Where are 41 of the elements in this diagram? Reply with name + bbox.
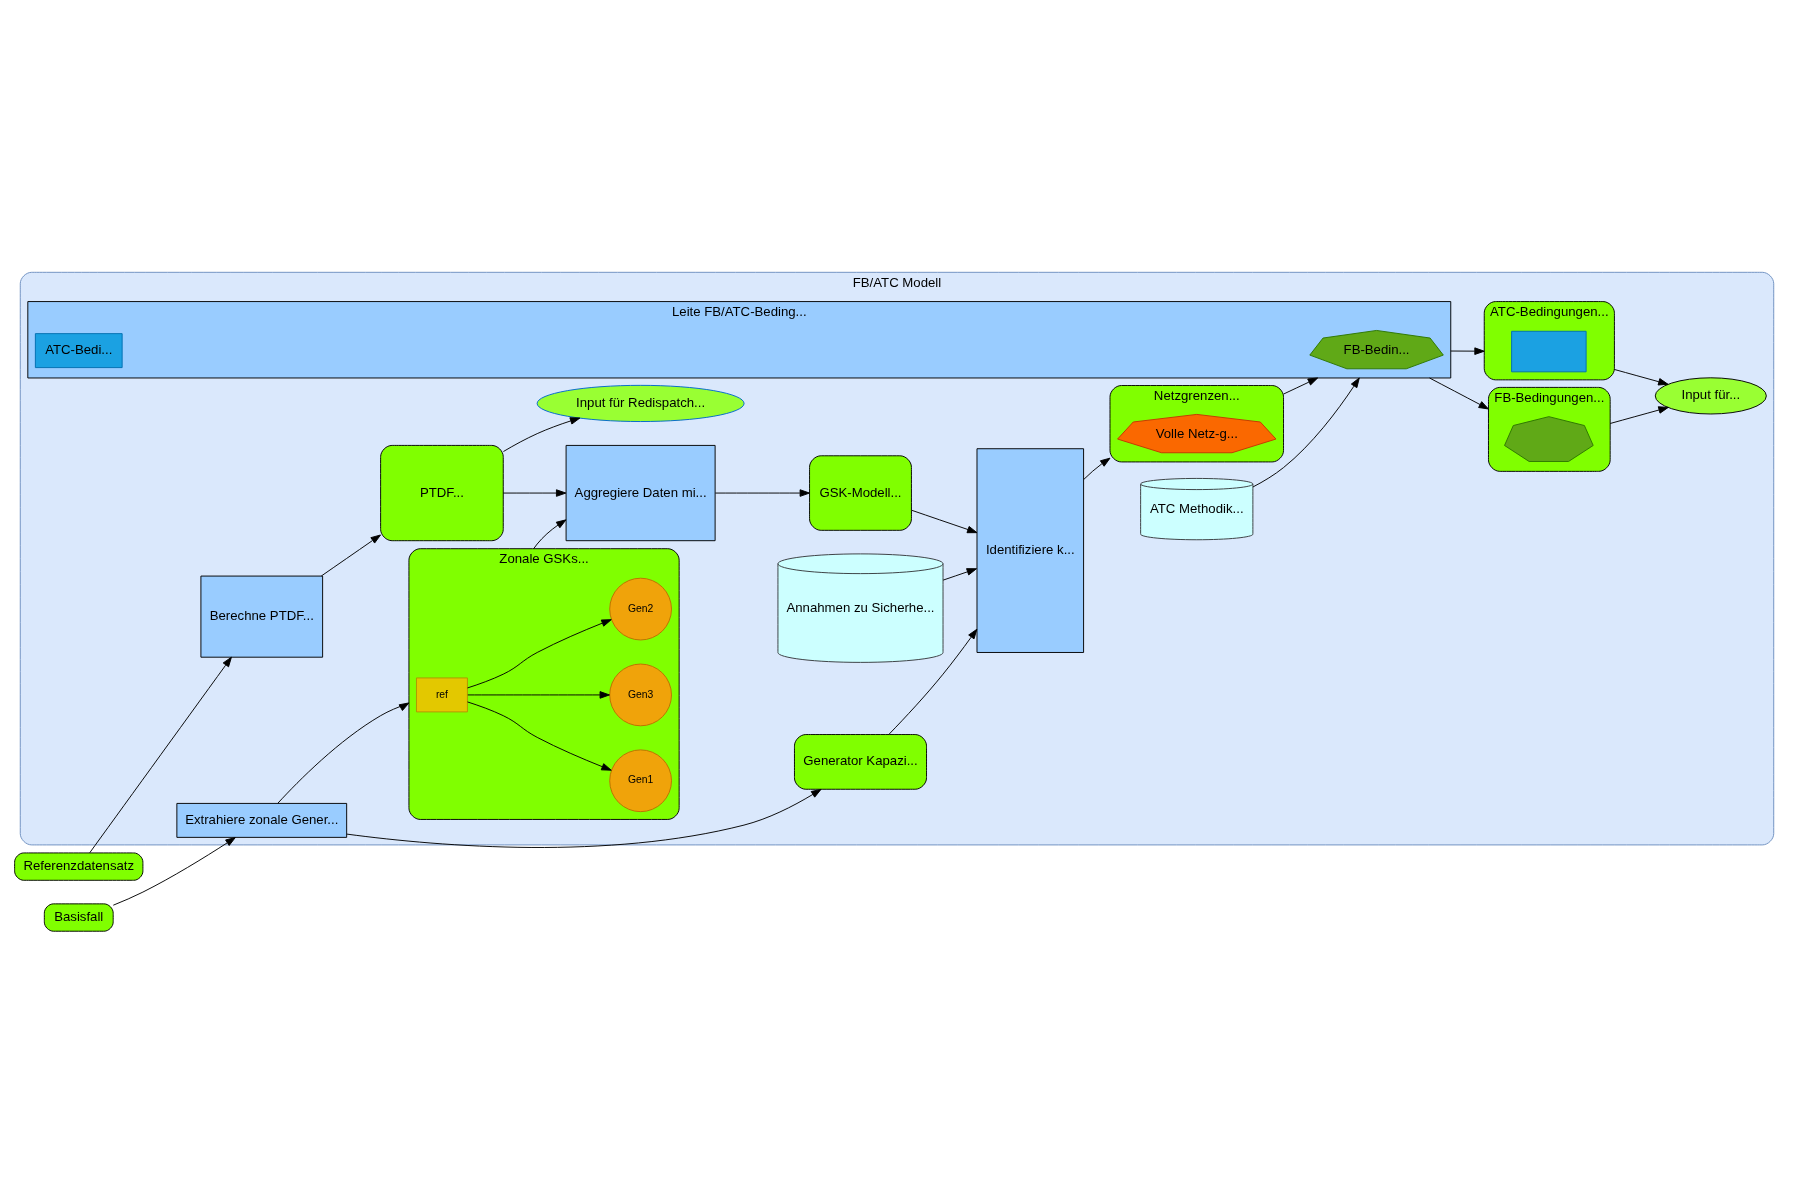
arrow — [533, 519, 567, 550]
arrow — [346, 788, 822, 848]
arrow — [1252, 377, 1360, 488]
arrow — [1429, 377, 1489, 410]
arrow — [467, 619, 612, 689]
arrow — [467, 701, 612, 771]
arrow — [320, 534, 381, 577]
node-box: ATC-Bedi... — [34, 333, 123, 369]
arrow — [502, 417, 581, 452]
node-circle: Gen2 — [609, 577, 672, 641]
cluster: ATC-Bedingungen... — [1483, 301, 1615, 381]
node-box: PTDF... — [380, 444, 504, 542]
cluster: FB-Bedingungen... — [1488, 386, 1611, 472]
node-polygon — [1504, 416, 1594, 462]
arrow — [911, 509, 978, 534]
arrow — [1450, 347, 1485, 355]
node-box: Identifiziere k... — [976, 448, 1085, 653]
arrow — [112, 837, 236, 906]
arrow — [502, 489, 567, 497]
node-box: ref — [416, 677, 468, 713]
node-box: Generator Kapazi... — [794, 734, 927, 790]
node-box: Basisfall — [43, 903, 114, 932]
arrow — [714, 489, 810, 497]
node-box: Referenzdatensatz — [14, 852, 144, 881]
node-box: Aggregiere Daten mi... — [565, 444, 716, 542]
node-box: GSK-Modell... — [809, 455, 912, 531]
arrow — [1613, 368, 1669, 386]
node-circle: Gen3 — [609, 663, 672, 727]
arrow — [1283, 377, 1319, 395]
arrow — [942, 568, 977, 581]
arrow — [888, 628, 978, 735]
arrow — [89, 656, 232, 854]
node-box: Berechne PTDF... — [200, 575, 324, 658]
arrow — [467, 691, 610, 699]
arrow — [1609, 406, 1669, 424]
node-ellipse: Input für Redispatch... — [536, 384, 745, 422]
arrow — [277, 702, 410, 804]
node-box — [1511, 330, 1587, 373]
node-box: Extrahiere zonale Gener... — [176, 802, 348, 838]
node-circle: Gen1 — [609, 749, 672, 813]
arrow — [1083, 457, 1111, 480]
